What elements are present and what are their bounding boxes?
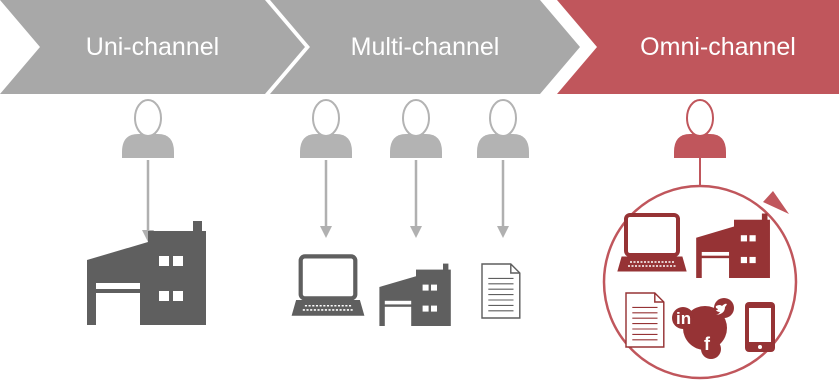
stage-multi-channel: Multi-channel — [270, 0, 580, 94]
cycle-arrowhead-icon — [763, 191, 789, 214]
omni-channel-chevron — [557, 0, 839, 94]
person-icon — [673, 99, 727, 159]
laptop-icon — [616, 213, 688, 273]
facebook-letter: f — [704, 334, 711, 354]
laptop-icon — [292, 256, 363, 315]
uni-channel-chevron — [0, 0, 305, 94]
twitter-bird-icon — [715, 303, 727, 315]
building-icon — [379, 263, 451, 326]
document-icon — [625, 292, 665, 348]
person-icon — [389, 99, 443, 159]
arrowhead-icon — [497, 226, 509, 238]
multi-channel-label: Multi-channel — [350, 33, 500, 61]
social-media-icon: in f — [672, 298, 734, 359]
stage-uni-channel: Uni-channel — [0, 0, 305, 94]
omni-cycle-circle — [602, 184, 798, 380]
multi-channel-chevron — [270, 0, 580, 94]
person-icon — [476, 99, 530, 159]
arrowhead-icon — [320, 226, 332, 238]
person-icon — [299, 99, 353, 159]
uni-channel-label: Uni-channel — [85, 33, 220, 61]
stage-omni-channel: Omni-channel — [557, 0, 839, 94]
phone-icon — [745, 302, 775, 352]
arrowhead-icon — [410, 226, 422, 238]
building-icon — [696, 213, 770, 278]
document-icon — [481, 263, 521, 319]
person-icon — [121, 99, 175, 159]
linkedin-letters: in — [676, 309, 691, 328]
omni-channel-label: Omni-channel — [640, 33, 796, 61]
